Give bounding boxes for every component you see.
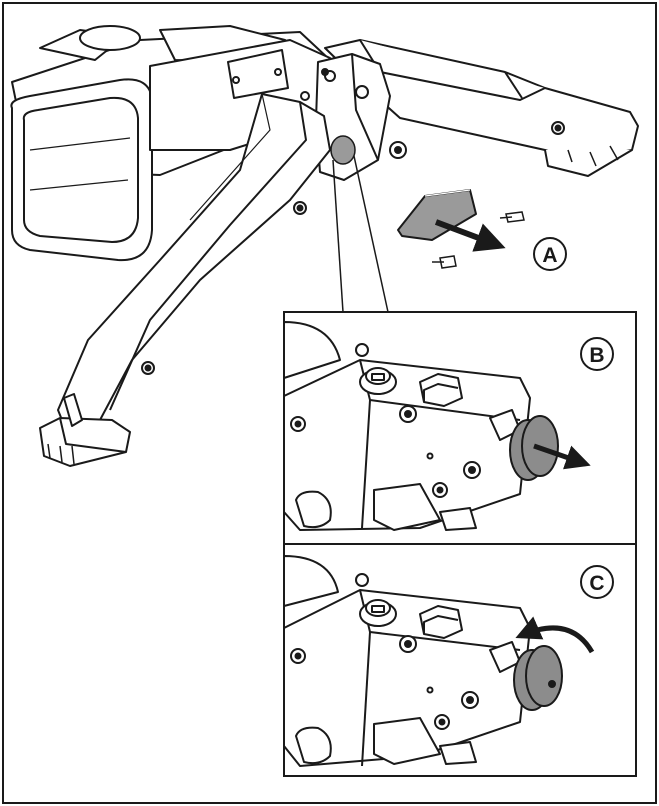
screw bbox=[499, 211, 525, 223]
callout-c-label: C bbox=[589, 572, 604, 595]
detail-panel-c: C bbox=[283, 543, 637, 777]
valve-knob bbox=[509, 415, 559, 481]
valve-location-marker bbox=[330, 135, 356, 165]
leader-lines bbox=[332, 155, 389, 313]
arrow-icon bbox=[434, 219, 506, 252]
curved-arrow-icon bbox=[515, 616, 595, 654]
machine-body bbox=[10, 25, 331, 262]
callout-a-label: A bbox=[542, 244, 557, 267]
callout-a: A bbox=[533, 237, 567, 271]
left-arm bbox=[39, 93, 331, 467]
callout-b-label: B bbox=[589, 344, 604, 367]
arrow-icon bbox=[533, 443, 591, 470]
detail-panel-b: B bbox=[283, 311, 637, 545]
callout-c: C bbox=[580, 565, 614, 599]
valve-knob bbox=[513, 645, 563, 711]
callout-b: B bbox=[580, 337, 614, 371]
cover-plate bbox=[397, 189, 477, 241]
right-arm bbox=[324, 39, 639, 177]
screw bbox=[432, 255, 457, 269]
